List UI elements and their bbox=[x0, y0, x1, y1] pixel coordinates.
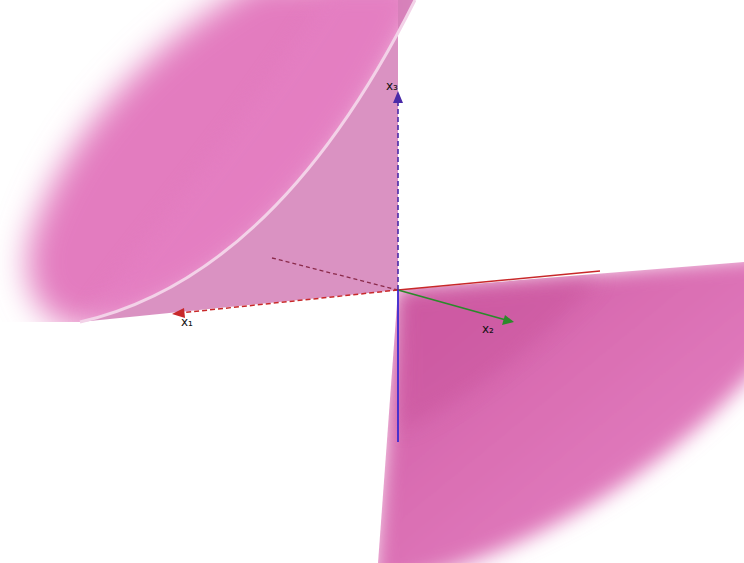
inner-surface bbox=[80, 0, 415, 322]
x1-axis bbox=[180, 290, 398, 313]
lower-surface bbox=[372, 255, 744, 563]
x3-axis bbox=[397, 100, 399, 290]
x2-axis bbox=[398, 290, 506, 320]
axis-label: x₃ bbox=[386, 80, 398, 93]
axis-label: x₂ bbox=[482, 323, 494, 336]
negative-x3-axis bbox=[397, 290, 399, 442]
negative-x2-axis bbox=[272, 258, 398, 290]
x2-arrowhead bbox=[502, 315, 514, 325]
axis-label: x₁ bbox=[181, 316, 193, 329]
upper-surface bbox=[27, 0, 430, 330]
negative-x1-axis bbox=[398, 271, 600, 290]
surface-rim bbox=[80, 0, 415, 322]
